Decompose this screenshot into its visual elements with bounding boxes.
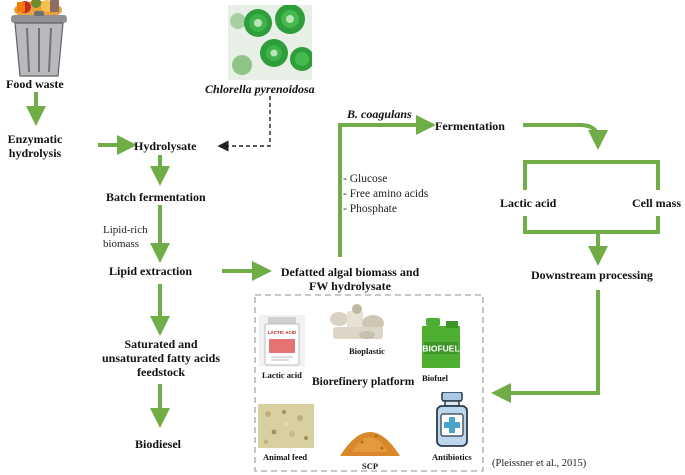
biodiesel-label: Biodiesel [135, 437, 182, 451]
enzymatic-hydrolysis-label: Enzymatic hydrolysis [4, 132, 66, 160]
br-bioplastic-label: Bioplastic [349, 346, 385, 356]
b-coagulans-label: B. coagulans [347, 107, 412, 121]
lactic-acid-bottle-image: LACTIC ACID [259, 315, 305, 367]
enzymatic-line-1: Enzymatic [7, 132, 63, 146]
batch-fermentation-label: Batch fermentation [106, 190, 206, 204]
defatted-biomass-label: Defatted algal biomass and FW hydrolysat… [270, 265, 430, 293]
lipid-rich-line-2: biomass [103, 238, 140, 250]
food-waste-label: Food waste [6, 77, 64, 91]
arrow-downstream-to-biorefinery [491, 290, 600, 403]
nutrient-phosphate: - Phosphate [343, 203, 397, 215]
bioplastic-image [330, 304, 384, 339]
citation-label: (Pleissner et al., 2015) [492, 458, 587, 469]
cell-mass-label: Cell mass [632, 196, 681, 210]
fatty-acids-label: Saturated and unsaturated fatty acids fe… [92, 337, 230, 379]
nutrient-glucose: - Glucose [343, 173, 388, 185]
br-lactic-acid-label: Lactic acid [262, 370, 302, 380]
downstream-processing-label: Downstream processing [531, 268, 653, 282]
defatted-line-1: Defatted algal biomass and [280, 265, 420, 279]
arrow-chlorella-to-hydrolysate [217, 96, 271, 152]
fatty-line-1: Saturated and [124, 337, 198, 351]
fermentation-label: Fermentation [435, 119, 505, 133]
nutrient-amino-acids: - Free amino acids [343, 188, 429, 200]
br-biofuel-label: Biofuel [422, 373, 448, 383]
biorefinery-box [254, 294, 484, 472]
br-scp-label: SCP [362, 461, 379, 471]
fatty-line-2: unsaturated fatty acids [101, 351, 220, 365]
lactic-bottle-label: LACTIC ACID [268, 330, 297, 335]
lipid-rich-biomass-label: Lipid-rich biomass [103, 223, 148, 251]
antibiotics-bottle-icon [436, 392, 468, 447]
split-bracket [523, 160, 660, 190]
lipid-extraction-label: Lipid extraction [109, 264, 192, 278]
trash-can-icon [11, 0, 67, 77]
lactic-acid-label: Lactic acid [500, 196, 557, 210]
biorefinery-title: Biorefinery platform [312, 376, 415, 388]
fatty-line-3: feedstock [137, 365, 185, 379]
enzymatic-line-2: hydrolysis [8, 146, 62, 160]
hydrolysate-label: Hydrolysate [134, 139, 197, 153]
defatted-line-2: FW hydrolysate [309, 279, 391, 293]
chlorella-algae-image [228, 5, 312, 80]
biofuel-can-label: BIOFUEL [422, 344, 459, 354]
arrow-fermentation-to-products [523, 123, 608, 150]
chlorella-label: Chlorella pyrenoidosa [205, 82, 315, 96]
animal-feed-image [258, 404, 314, 448]
nutrients-list: - Glucose - Free amino acids - Phosphate [343, 172, 428, 217]
biofuel-can-icon: BIOFUEL [422, 318, 460, 368]
join-bracket [523, 216, 660, 234]
br-animal-feed-label: Animal feed [263, 452, 308, 462]
br-antibiotics-label: Antibiotics [432, 452, 472, 462]
lipid-rich-line-1: Lipid-rich [103, 224, 148, 236]
arrow-defatted-to-fermentation [338, 115, 436, 257]
scp-image [340, 432, 400, 456]
